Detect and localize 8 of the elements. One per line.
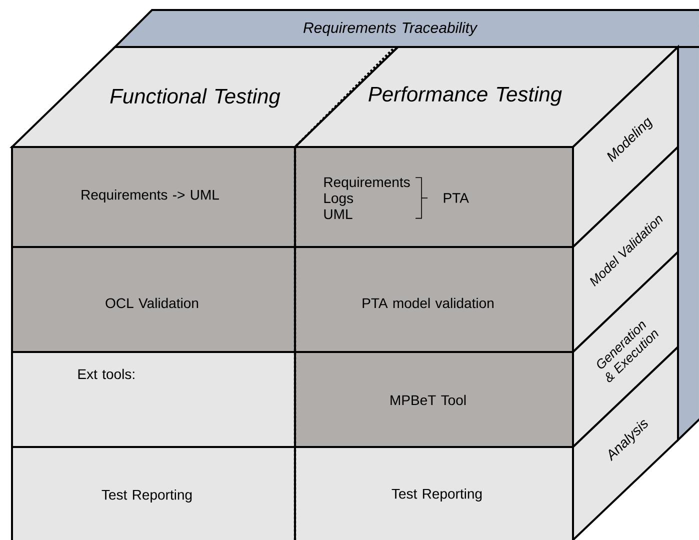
table-cell: Ext tools: <box>11 351 296 448</box>
table-cell: Requirements -> UML <box>11 146 296 248</box>
table-cell: Requirements Logs UML PTA <box>294 146 574 248</box>
table-cell: MPBeT Tool <box>294 351 574 448</box>
table-cell: OCL Validation <box>11 246 296 353</box>
table-cell: Test Reporting <box>294 446 574 540</box>
table-cell: Test Reporting <box>11 446 296 540</box>
table-cell: PTA model validation <box>294 246 574 353</box>
